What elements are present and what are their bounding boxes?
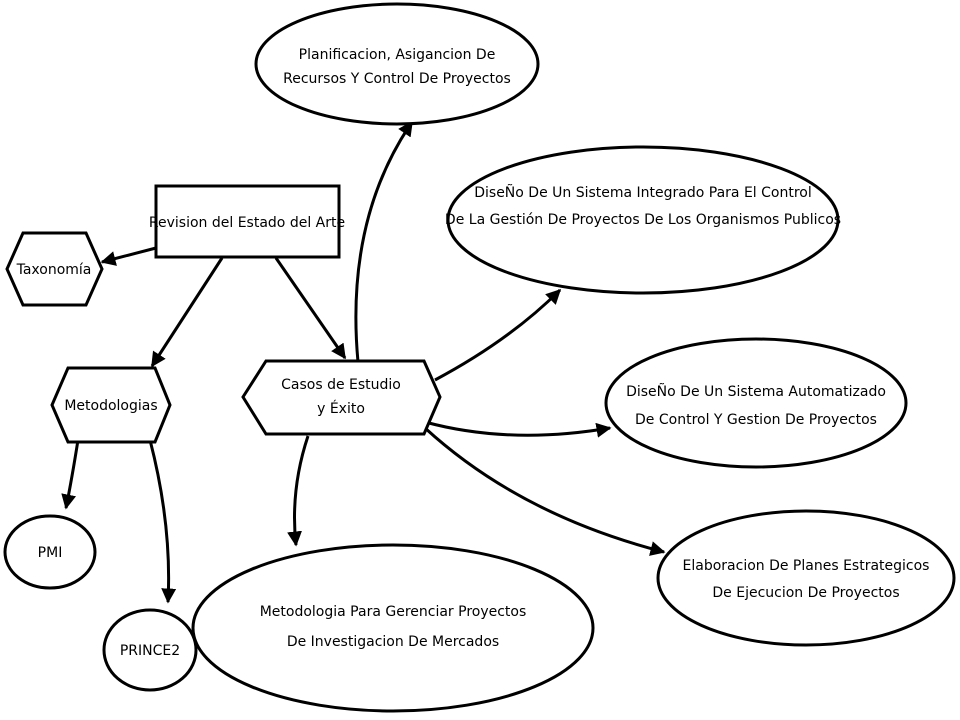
edge-casos-sistema-automatizado bbox=[424, 420, 612, 438]
svg-text:Metodologia Para Gerenciar Pro: Metodologia Para Gerenciar Proyectos bbox=[260, 604, 527, 620]
svg-text:De Ejecucion De Proyectos: De Ejecucion De Proyectos bbox=[712, 585, 899, 601]
node-prince2: PRINCE2 bbox=[102, 608, 198, 692]
node-revision: Revision del Estado del Arte bbox=[149, 184, 345, 259]
svg-text:Revision del Estado del Arte: Revision del Estado del Arte bbox=[149, 215, 345, 231]
node-taxonomia: Taxonomía bbox=[5, 231, 104, 307]
svg-text:De Control Y Gestion De Proyec: De Control Y Gestion De Proyectos bbox=[635, 412, 877, 428]
svg-text:DiseÑo De Un Sistema Integrado: DiseÑo De Un Sistema Integrado Para El C… bbox=[474, 184, 812, 201]
svg-text:y Éxito: y Éxito bbox=[317, 400, 365, 417]
svg-text:Metodologias: Metodologias bbox=[64, 398, 157, 414]
node-metodologias: Metodologias bbox=[50, 366, 172, 444]
svg-text:PMI: PMI bbox=[38, 545, 63, 561]
svg-text:Recursos Y Control De Proyecto: Recursos Y Control De Proyectos bbox=[283, 71, 511, 87]
edge-casos-mercados bbox=[287, 435, 310, 547]
svg-text:Taxonomía: Taxonomía bbox=[16, 262, 92, 278]
edge-metodologias-pmi bbox=[61, 439, 80, 510]
svg-text:De Investigacion De Mercados: De Investigacion De Mercados bbox=[287, 634, 499, 650]
svg-text:De La Gestión De Proyectos De: De La Gestión De Proyectos De Los Organi… bbox=[445, 212, 841, 228]
node-pmi: PMI bbox=[3, 514, 97, 590]
diagram-edges bbox=[61, 120, 666, 604]
edge-casos-sistema-integrado bbox=[434, 288, 562, 382]
svg-text:Casos de Estudio: Casos de Estudio bbox=[281, 377, 401, 393]
node-mercados: Metodologia Para Gerenciar Proyectos De … bbox=[191, 543, 595, 713]
svg-text:PRINCE2: PRINCE2 bbox=[120, 643, 180, 659]
svg-text:DiseÑo De Un Sistema Automatiz: DiseÑo De Un Sistema Automatizado bbox=[626, 383, 886, 400]
node-casos: Casos de Estudio y Éxito bbox=[241, 359, 442, 436]
edge-casos-planes bbox=[423, 426, 666, 556]
svg-text:Elaboracion De Planes Estrateg: Elaboracion De Planes Estrategicos bbox=[683, 558, 930, 574]
edge-revision-metodologias bbox=[150, 257, 224, 368]
edge-revision-casos bbox=[274, 257, 347, 360]
node-sistema-integrado: DiseÑo De Un Sistema Integrado Para El C… bbox=[445, 145, 841, 295]
svg-text:Planificacion, Asigancion De: Planificacion, Asigancion De bbox=[299, 47, 496, 63]
node-planificacion: Planificacion, Asigancion De Recursos Y … bbox=[254, 2, 540, 126]
edge-casos-planificacion bbox=[354, 120, 414, 363]
node-sistema-automatizado: DiseÑo De Un Sistema Automatizado De Con… bbox=[604, 337, 908, 469]
node-planes: Elaboracion De Planes Estrategicos De Ej… bbox=[656, 509, 956, 647]
edge-metodologias-prince2 bbox=[148, 439, 177, 604]
edge-revision-taxonomia bbox=[100, 246, 157, 266]
